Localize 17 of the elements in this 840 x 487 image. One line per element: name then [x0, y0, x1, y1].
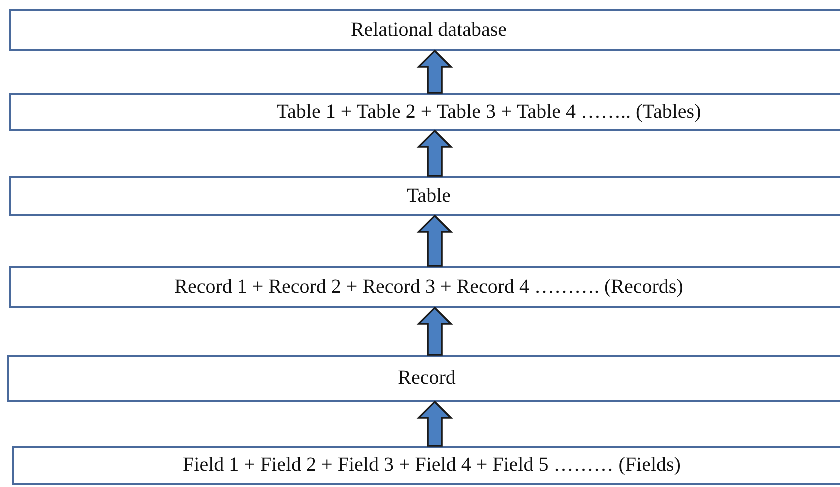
- level-box: [9, 176, 840, 216]
- level-label: Relational database: [350, 18, 508, 42]
- block-arrow: [416, 130, 454, 177]
- block-arrow: [416, 306, 454, 356]
- level-label: Record: [398, 366, 456, 391]
- block-arrow: [416, 214, 454, 267]
- level-box: [12, 446, 840, 485]
- level-box: [7, 355, 840, 402]
- level-label: Field 1 + Field 2 + Field 3 + Field 4 + Field 5 ……… (Fields): [183, 453, 681, 478]
- block-arrow: [416, 50, 454, 94]
- level-label: Record 1 + Record 2 + Record 3 + Record 4 ………. (Records): [174, 274, 684, 300]
- block-arrow: [416, 400, 454, 447]
- level-box: [9, 93, 840, 131]
- level-label: Table 1 + Table 2 + Table 3 + Table 4 …….. (Tables): [276, 100, 702, 124]
- level-box: [9, 266, 840, 308]
- level-box: [9, 9, 840, 51]
- level-label: Table: [406, 184, 452, 208]
